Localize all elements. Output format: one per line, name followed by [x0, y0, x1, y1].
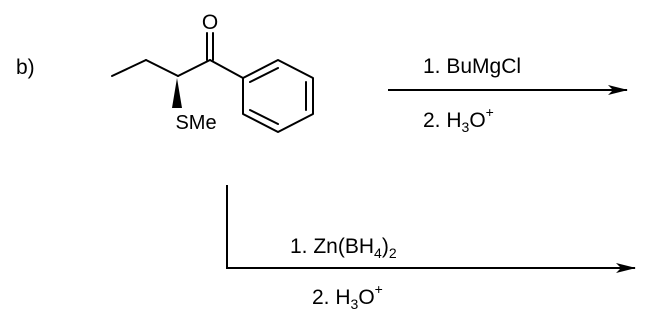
stereo-wedge-bond: [172, 78, 182, 108]
arrow-2-path: [226, 185, 636, 273]
ketone-molecule: O SMe: [111, 11, 314, 134]
reaction-arrow-2: 1. Zn(BH4)2 2. H3O+: [226, 185, 636, 312]
ethyl-terminal-bond: [111, 59, 147, 77]
arrow-1-reagent-2: 2. H3O+: [423, 104, 494, 135]
carbonyl-to-phenyl-bond: [209, 59, 244, 79]
phenyl-inner-bond-1: [249, 67, 279, 83]
substituent-label: SMe: [175, 112, 216, 134]
ethyl-ch2-bond: [145, 59, 179, 77]
arrow-2-reagent-1: 1. Zn(BH4)2: [290, 235, 397, 261]
arrow-1-reagent-1: 1. BuMgCl: [423, 55, 521, 78]
arrow-2-reagent-2: 2. H3O+: [312, 281, 383, 312]
reaction-arrow-1: 1. BuMgCl 2. H3O+: [388, 55, 628, 135]
phenyl-ring: [242, 59, 314, 133]
part-label: b): [16, 56, 35, 79]
phenyl-inner-bond-3: [249, 109, 279, 125]
alpha-to-carbonyl-bond: [177, 59, 211, 77]
phenyl-hexagon: [242, 59, 314, 133]
carbonyl-oxygen-label: O: [202, 11, 218, 34]
